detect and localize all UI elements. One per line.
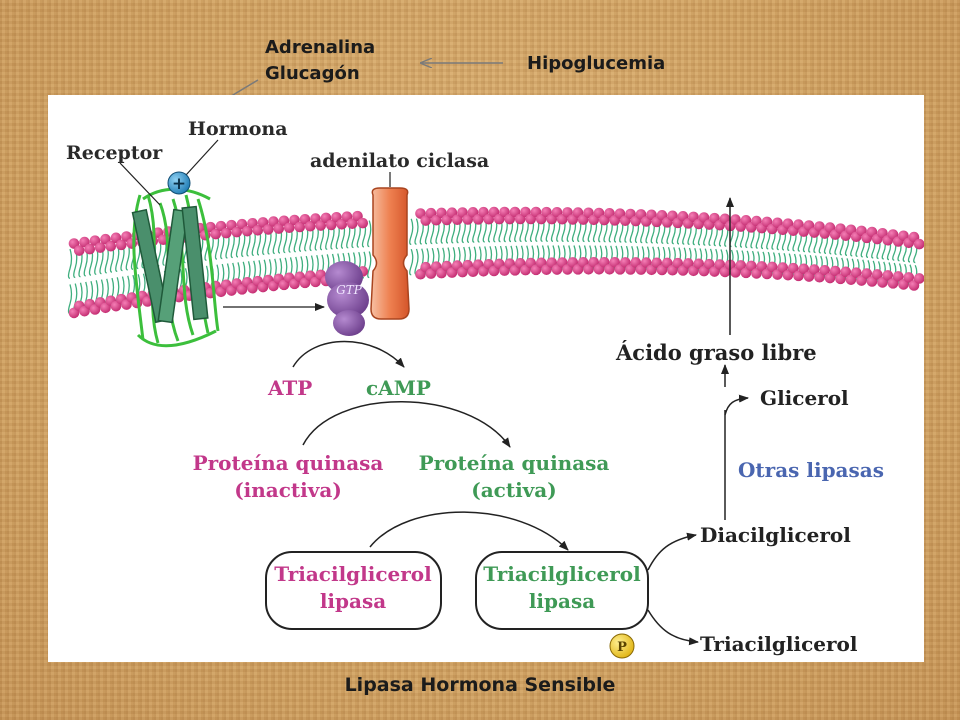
lipolysis-diagram: + GTP P Receptor Hormona adenilato cicla… [66, 118, 924, 659]
cell-membrane [67, 206, 924, 319]
triacilglicerol-label: Triacilglicerol [700, 632, 858, 656]
adenilato-label: adenilato ciclasa [310, 150, 489, 172]
phosphate-group [609, 633, 635, 659]
hipoglucemia-label: Hipoglucemia [527, 53, 666, 74]
receptor-label: Receptor [66, 142, 163, 164]
adenilato-ciclasa-protein [370, 187, 410, 320]
tgl-lipase-inactive-box [265, 551, 442, 630]
phosphate-label: P [617, 640, 627, 655]
pk-active-label-line1: Proteína quinasa [419, 451, 610, 475]
adrenalina-label: Adrenalina [265, 37, 376, 58]
atp-label: ATP [267, 376, 312, 400]
lipase-activation-arrow [369, 511, 569, 551]
camp-label: cAMP [366, 376, 431, 400]
diacilglicerol-label: Diacilglicerol [700, 523, 851, 547]
tgl-active-label-line1: Triacilglicerol [483, 562, 641, 586]
glucagon-label: Glucagón [265, 63, 360, 84]
lipase-to-triacil-arrow [647, 609, 699, 646]
pk-activation-arrow [302, 401, 511, 448]
tgl-lipase-active-box [475, 551, 649, 630]
otras-lipasas-label: Otras lipasas [738, 458, 884, 482]
hormona-label: Hormona [188, 118, 288, 140]
gtp-label: GTP [336, 283, 363, 297]
pk-inactive-label-line1: Proteína quinasa [193, 451, 384, 475]
glicerol-branch-arrow [724, 394, 749, 416]
receptor-protein [131, 187, 220, 348]
g-protein [325, 261, 369, 336]
pk-inactive-label-line2: (inactiva) [234, 478, 342, 502]
diagram-panel: + GTP P Receptor Hormona adenilato cicla… [48, 95, 924, 662]
footer-title: Lipasa Hormona Sensible [344, 674, 616, 696]
hormona-pointer [185, 139, 219, 176]
tgl-active-label-line2: lipasa [529, 589, 595, 613]
pk-active-label-line2: (activa) [471, 478, 556, 502]
tgl-inactive-label-line2: lipasa [320, 589, 386, 613]
hormone-molecule [167, 171, 191, 195]
lipase-to-diacil-arrow [647, 532, 697, 571]
acido-graso-label: Ácido graso libre [615, 340, 817, 365]
hormone-plus-sign: + [172, 174, 186, 194]
glicerol-label: Glicerol [760, 386, 849, 410]
tgl-inactive-label-line1: Triacilglicerol [274, 562, 432, 586]
atp-camp-arrow [292, 340, 405, 368]
receptor-pointer [119, 162, 161, 206]
